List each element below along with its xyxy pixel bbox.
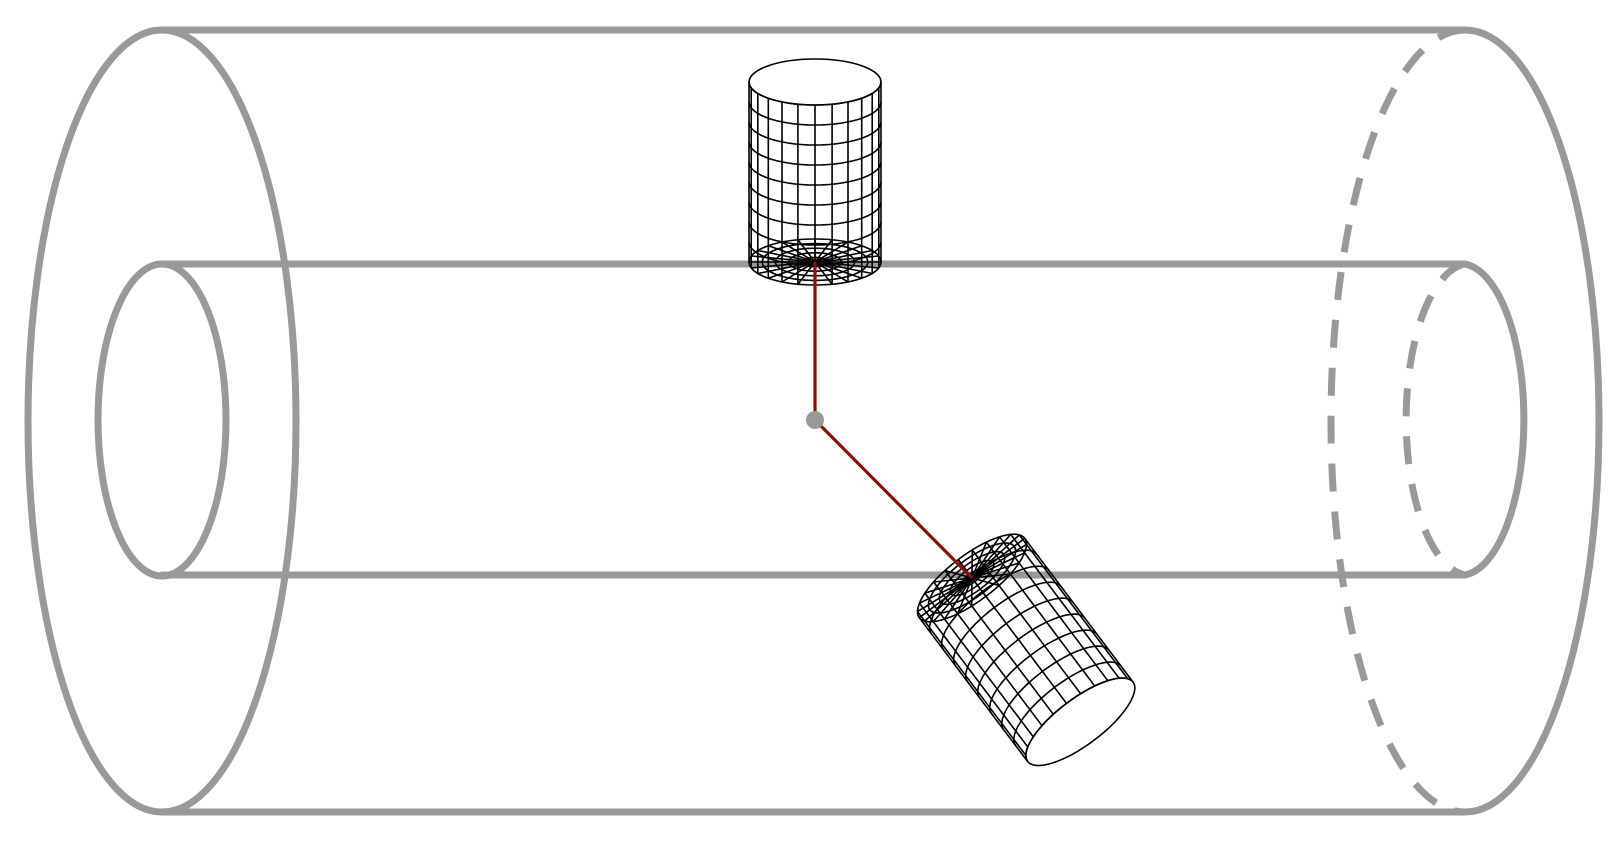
- cylinder-face-spoke: [924, 577, 973, 594]
- cylinder-cross-ring: [748, 141, 882, 166]
- cylinder-face-spoke: [932, 577, 973, 623]
- cylinder-cross-ring: [1013, 661, 1122, 746]
- cylinder-cross-ring: [748, 161, 882, 186]
- cylinder-generator-line: [933, 581, 1043, 727]
- cylinder-face-spoke: [971, 577, 1000, 587]
- cylinder-cross-ring: [748, 101, 882, 126]
- inner-tube-back-rim-visible: [1461, 260, 1528, 579]
- lower-wireframe-cylinder: [916, 533, 1136, 767]
- pivot-joint: [806, 411, 824, 429]
- cylinder-cross-ring: [1001, 645, 1110, 730]
- cylinder-generator-line: [924, 592, 1034, 738]
- cylinder-face-spoke: [751, 261, 816, 269]
- outer-tube-front-rim: [24, 26, 300, 816]
- cylinder-face-spoke: [814, 241, 849, 263]
- cylinder-face-spoke: [971, 536, 1001, 579]
- cylinder-face-spoke: [797, 261, 816, 285]
- cylinder-face-spoke: [757, 249, 816, 263]
- cylinder-generator-line: [985, 541, 1096, 687]
- cylinder-face-spoke: [971, 534, 1020, 579]
- cylinder-face-spoke: [971, 577, 987, 597]
- cylinder-generator-line: [916, 611, 1027, 756]
- linkage-rod-path: [813, 262, 974, 580]
- cylinder-face-spoke: [971, 533, 1012, 579]
- linkage-rod: [806, 262, 974, 580]
- cylinder-generator-line: [918, 602, 1029, 748]
- cylinder-face-spoke: [814, 261, 873, 275]
- cylinder-silhouette: [1024, 537, 1134, 683]
- cylinder-face-spoke: [814, 261, 862, 280]
- cylinder-cross-ring: [952, 581, 1062, 666]
- outer-tube-back-rim-hidden: [1327, 26, 1466, 816]
- inner-tube-front-rim: [94, 260, 230, 580]
- cylinder-face-spoke: [971, 537, 1026, 579]
- cylinder-face-spoke: [797, 239, 816, 263]
- cylinder-cross-ring: [748, 201, 882, 226]
- cylinder-cross-ring: [964, 597, 1074, 682]
- cylinder-face-spoke: [751, 255, 816, 263]
- cylinder-face-spoke: [971, 562, 1020, 579]
- cylinder-face-spoke: [971, 543, 1027, 579]
- cylinder-face-spoke: [944, 569, 973, 579]
- cylinder-face-spoke: [768, 244, 816, 263]
- cylinder-face-spoke: [814, 261, 849, 283]
- inner-tube-back-rim-hidden: [1402, 260, 1466, 579]
- cylinder-face-spoke: [933, 577, 973, 583]
- cylinder-face-spoke: [781, 241, 816, 263]
- cylinder-generator-line: [1010, 533, 1120, 679]
- upper-wireframe-cylinder: [748, 58, 882, 286]
- outer-tube: [24, 26, 1603, 816]
- cylinder-face-spoke: [814, 261, 833, 285]
- cylinder-silhouette: [918, 617, 1029, 762]
- cylinder-face-spoke: [919, 577, 973, 604]
- cylinder-face-spoke: [814, 249, 873, 263]
- cylinder-face-spoke: [971, 541, 988, 579]
- outer-tube-back-rim-visible: [1461, 26, 1603, 816]
- cylinder-face-spoke: [814, 261, 879, 269]
- cylinder-face-spoke: [814, 244, 862, 263]
- cylinder-face-spoke: [814, 255, 879, 263]
- cylinder-face-spoke: [943, 577, 973, 620]
- cylinder-generator-line: [1018, 534, 1129, 680]
- cylinder-face-spoke: [768, 261, 816, 280]
- cylinder-cross-ring: [748, 181, 882, 206]
- cylinder-face-spoke: [971, 552, 1025, 579]
- cylinder-end-cap: [748, 58, 882, 106]
- cylinder-generator-line: [998, 536, 1109, 682]
- cylinder-face-spoke: [781, 261, 816, 283]
- cylinder-face-spoke: [918, 577, 973, 619]
- cylinder-end-cap: [1025, 677, 1136, 767]
- cylinder-cross-ring: [976, 613, 1086, 698]
- cylinder-face-spoke: [924, 577, 973, 622]
- cylinder-cross-ring: [748, 121, 882, 146]
- cylinder-face-spoke: [917, 577, 973, 613]
- cylinder-face-spoke: [956, 577, 973, 615]
- cylinder-face-spoke: [757, 261, 816, 275]
- cylinder-face-spoke: [971, 573, 1011, 579]
- cylinder-cross-ring: [989, 629, 1098, 714]
- cylinder-face-spoke: [814, 239, 833, 263]
